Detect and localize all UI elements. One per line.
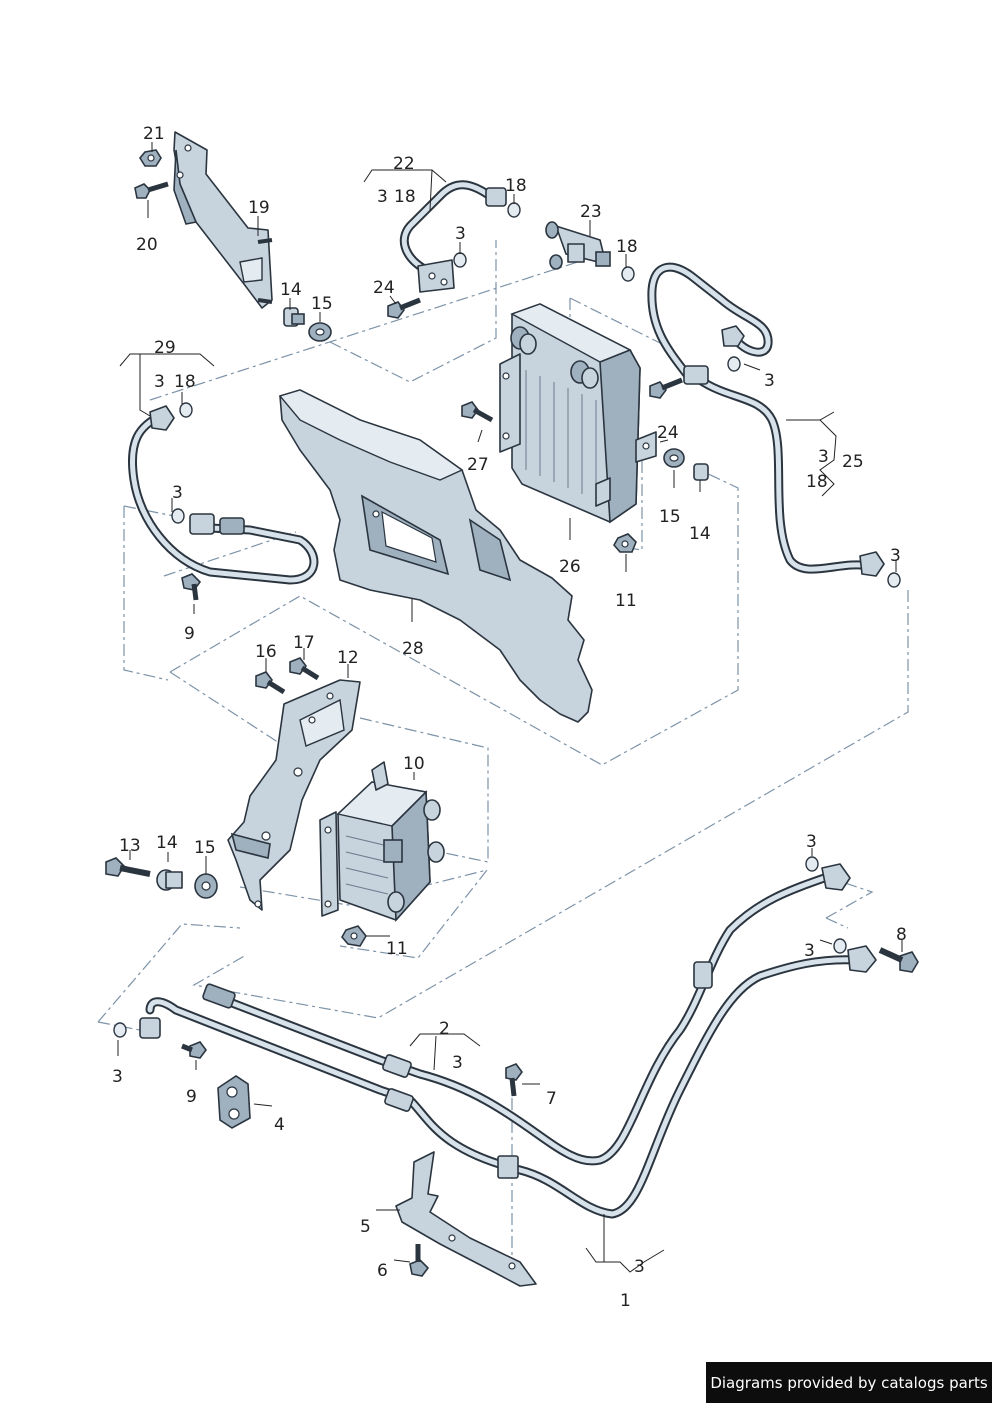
nut-21	[139, 149, 162, 167]
pipe-1	[139, 945, 877, 1219]
nut-11-bottom	[341, 925, 367, 947]
seal-rings-25	[727, 356, 901, 588]
grommet-4	[217, 1075, 251, 1129]
callout-14-right: 14	[689, 524, 711, 544]
callout-14-left: 14	[156, 833, 178, 853]
bolt-8	[878, 947, 919, 973]
callout-labels: 21 20 19 14 15 22 3 18 18 23 3 18 24 29 …	[112, 124, 907, 1311]
bolt-6	[409, 1244, 430, 1277]
callout-15-right: 15	[659, 507, 681, 527]
callout-3-g: 3	[112, 1067, 123, 1087]
callout-20: 20	[136, 235, 158, 255]
bolt-9-top	[181, 573, 202, 601]
callout-19: 19	[248, 198, 270, 218]
bolt-7	[505, 1063, 523, 1097]
seal-rings-bottom	[113, 856, 847, 1038]
stud-14-left	[156, 869, 183, 891]
callout-13: 13	[119, 836, 141, 856]
stud-14-top	[283, 307, 305, 327]
mount-15-left	[194, 873, 218, 899]
callout-11-top: 11	[615, 591, 637, 611]
callout-26: 26	[559, 557, 581, 577]
callout-11-bottom: 11	[386, 939, 408, 959]
callout-7: 7	[546, 1089, 557, 1109]
mount-15-top	[308, 322, 332, 342]
callout-16: 16	[255, 642, 277, 662]
pipe-22	[399, 180, 507, 293]
callout-15-left: 15	[194, 838, 216, 858]
oil-cooler-26	[499, 303, 657, 524]
callout-3-a: 3	[455, 224, 466, 244]
callout-29-sub-18: 18	[174, 372, 196, 392]
pipe-25	[647, 262, 885, 577]
callout-22-sub-3: 3	[377, 187, 388, 207]
callout-9-top: 9	[184, 624, 195, 644]
credit-banner: Diagrams provided by catalogs parts	[706, 1362, 992, 1403]
seal-ring-18-valve	[621, 266, 635, 282]
callout-27: 27	[467, 455, 489, 475]
bolt-24-right	[649, 377, 683, 399]
callout-25-sub-3: 3	[818, 447, 829, 467]
bolt-16	[255, 671, 286, 695]
bolt-13	[105, 857, 151, 877]
oil-cooler-10	[319, 761, 445, 922]
callout-23: 23	[580, 202, 602, 222]
bolt-9-bottom	[181, 1041, 207, 1059]
callout-17: 17	[293, 633, 315, 653]
callout-9-bottom: 9	[186, 1087, 197, 1107]
leader-lines	[117, 142, 903, 1273]
bolt-19-screws	[257, 238, 273, 304]
callout-24-right: 24	[657, 423, 679, 443]
callout-21: 21	[143, 124, 165, 144]
callout-15-top: 15	[311, 294, 333, 314]
bolt-24-top	[387, 297, 421, 319]
callout-22-sub-18: 18	[394, 187, 416, 207]
callout-14-top: 14	[280, 280, 302, 300]
callout-22: 22	[393, 154, 415, 174]
callout-6: 6	[377, 1261, 388, 1281]
callout-1-sub-3: 3	[634, 1257, 645, 1277]
callout-24-top: 24	[373, 278, 395, 298]
seal-ring-22	[453, 202, 521, 268]
bracket-19	[173, 131, 273, 309]
seal-rings-29	[171, 402, 193, 524]
pipe-29	[127, 405, 319, 585]
callout-25: 25	[842, 452, 864, 472]
callout-2: 2	[439, 1019, 450, 1039]
bolt-27	[461, 401, 494, 423]
callout-18-a: 18	[505, 176, 527, 196]
callout-12: 12	[337, 648, 359, 668]
nut-11-top	[613, 533, 637, 553]
callout-5: 5	[360, 1217, 371, 1237]
callout-8: 8	[896, 925, 907, 945]
callout-3-e: 3	[806, 832, 817, 852]
stud-14-right	[693, 463, 709, 481]
callout-2-sub-3: 3	[452, 1053, 463, 1073]
valve-23	[545, 221, 611, 270]
callout-10: 10	[403, 754, 425, 774]
callout-3-c: 3	[172, 483, 183, 503]
callout-3-d: 3	[890, 546, 901, 566]
callout-29: 29	[154, 338, 176, 358]
callout-4: 4	[274, 1115, 285, 1135]
air-duct-28	[278, 389, 593, 723]
callout-29-sub-3: 3	[154, 372, 165, 392]
mount-15-right	[663, 448, 685, 468]
bracket-5	[395, 1151, 537, 1287]
bolt-20	[134, 181, 169, 199]
callout-3-b: 3	[764, 371, 775, 391]
callout-28: 28	[402, 639, 424, 659]
pipe-2	[202, 863, 851, 1166]
callout-25-sub-18: 18	[806, 472, 828, 492]
callout-3-f: 3	[804, 941, 815, 961]
bracket-12	[227, 679, 361, 911]
bolt-17	[289, 657, 320, 681]
callout-1: 1	[620, 1291, 631, 1311]
callout-18-b: 18	[616, 237, 638, 257]
